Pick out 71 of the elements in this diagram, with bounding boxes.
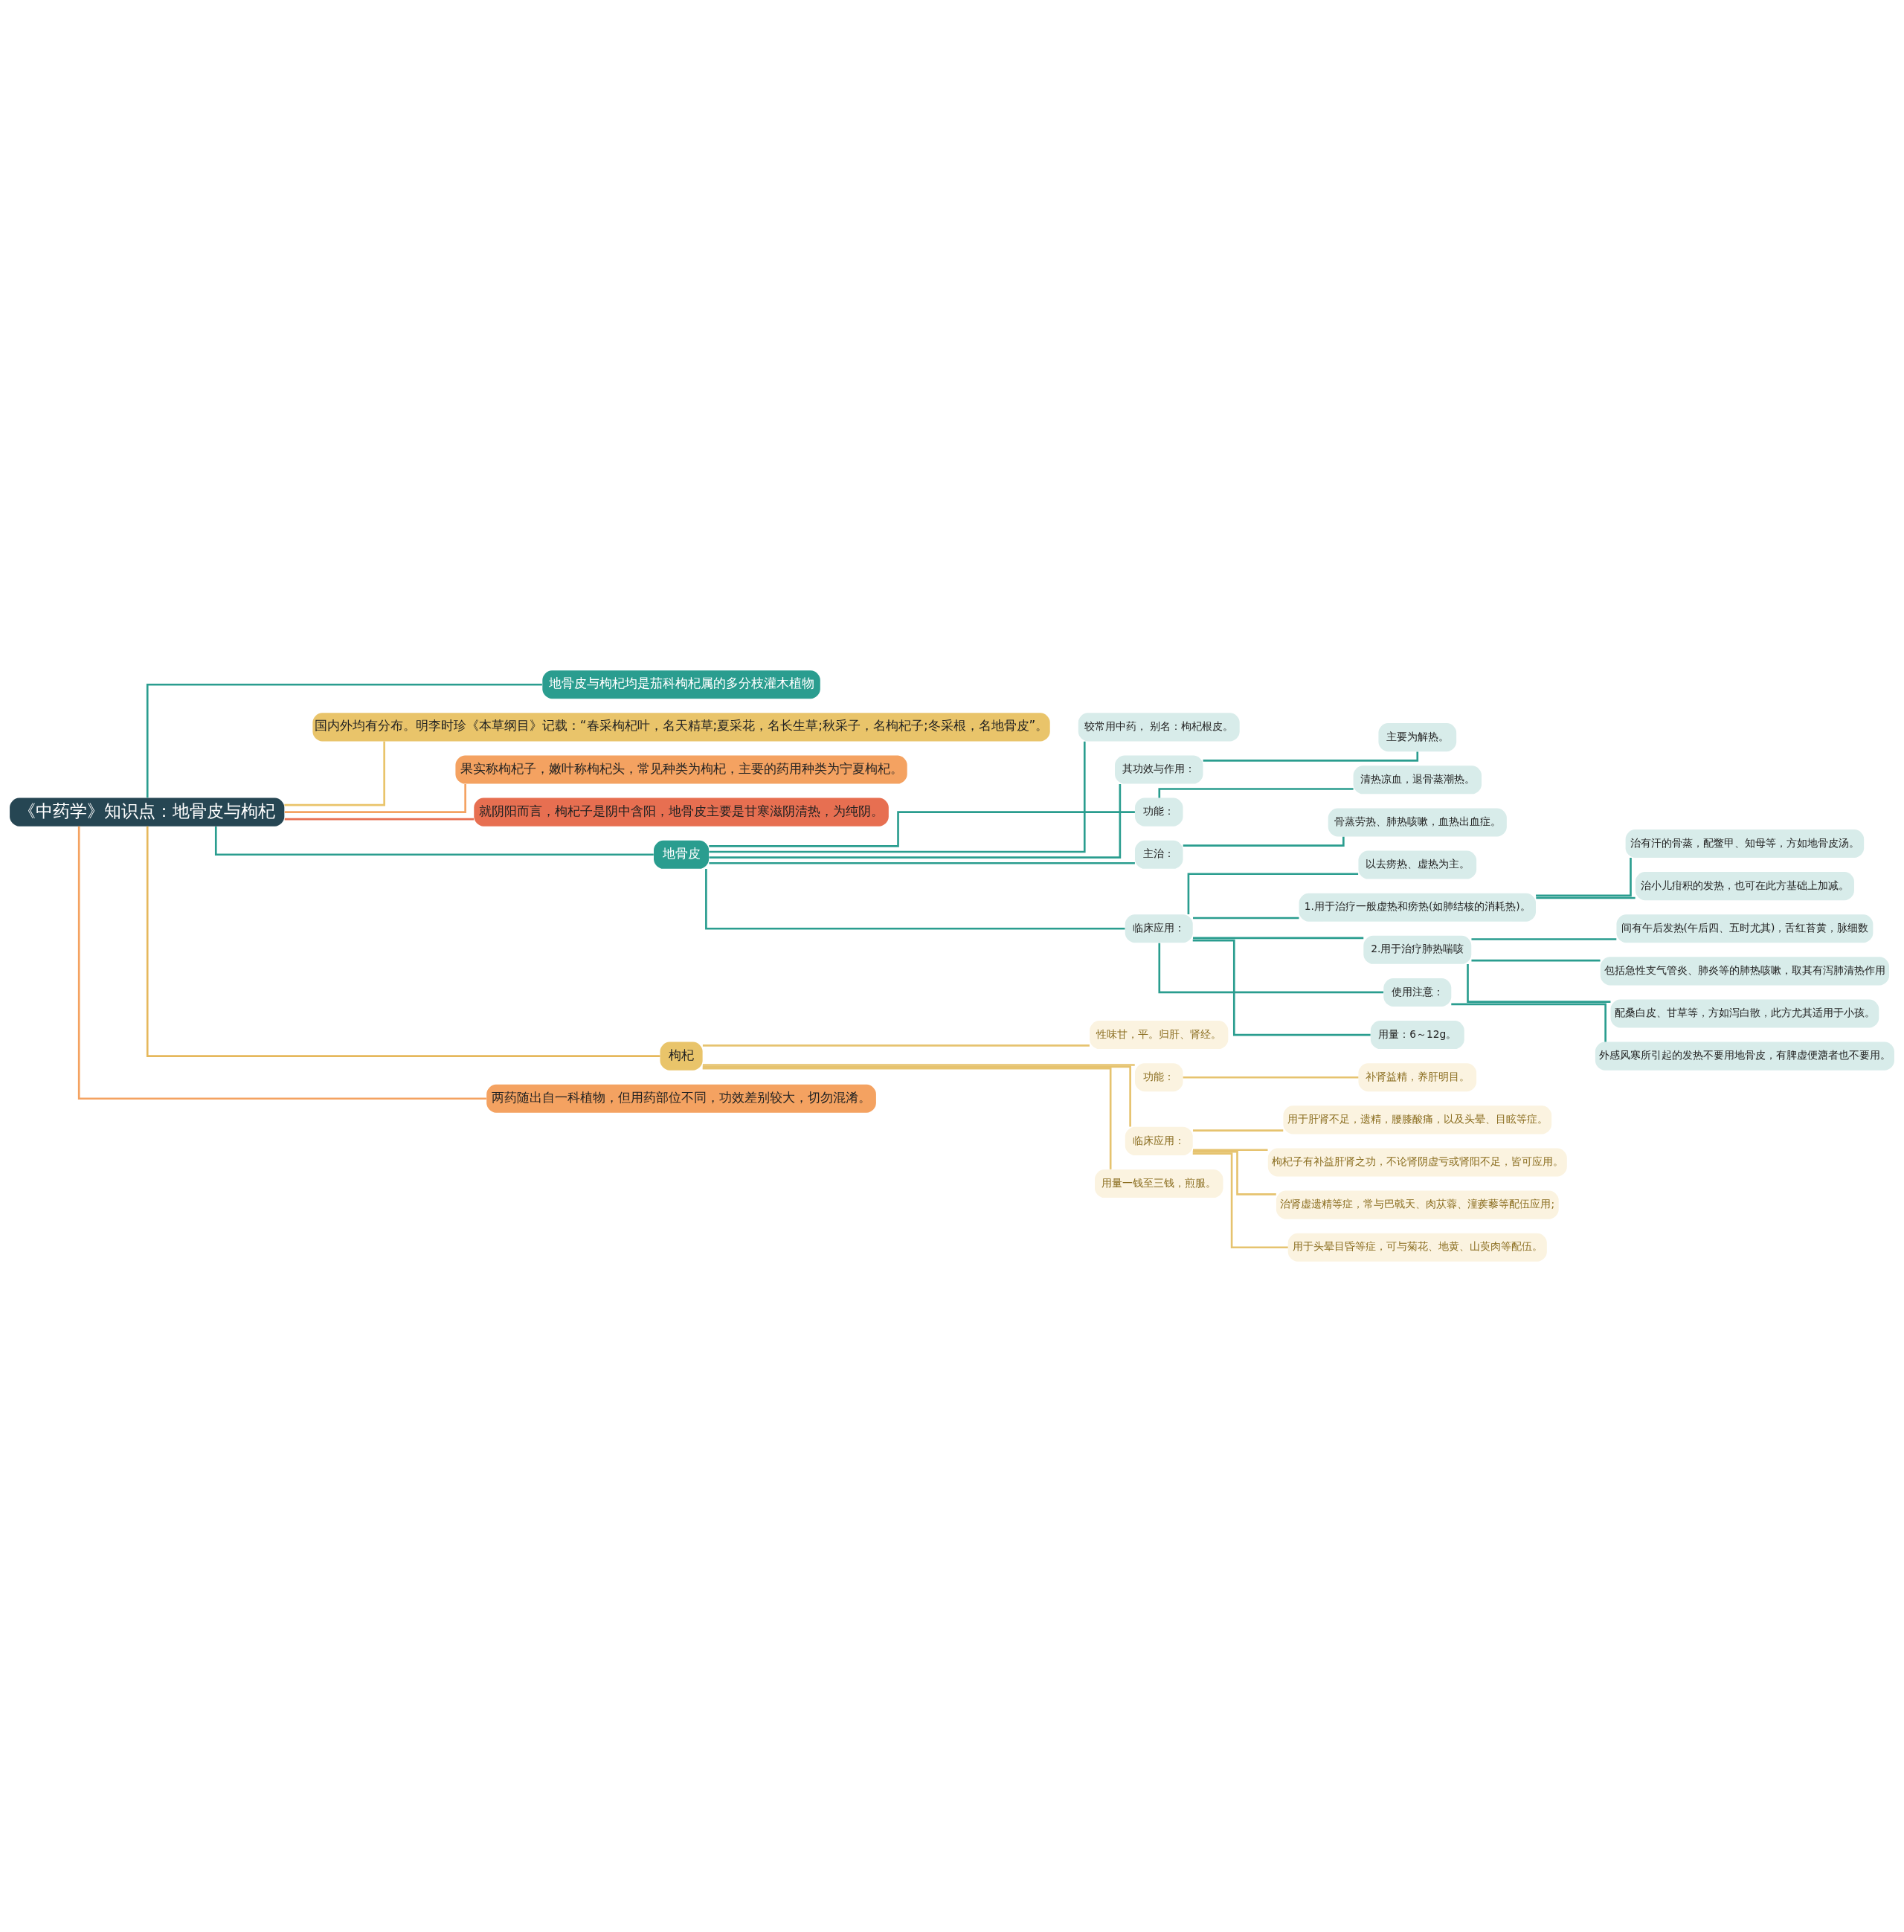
node-box: 就阴阳而言，枸杞子是阴中含阳，地骨皮主要是甘寒滋阴清热，为纯阴。 [474,797,889,827]
node-box: 枸杞子有补益肝肾之功，不论肾阴虚亏或肾阳不足，皆可应用。 [1267,1148,1567,1177]
node-box: 1.用于治疗一般虚热和痨热(如肺结核的消耗热)。 [1299,893,1536,922]
node-box: 包括急性支气管炎、肺炎等的肺热咳嗽，取其有泻肺清热作用 [1600,957,1890,986]
node-box: 地骨皮 [654,840,710,869]
node-box: 枸杞 [660,1042,703,1071]
connector [1193,1129,1284,1132]
connector [1471,938,1617,940]
connector [77,826,486,1100]
connector [709,811,1135,847]
connector [709,741,1086,853]
connector [702,1068,1112,1169]
connector [702,1065,1131,1127]
connector [284,783,466,813]
connector [146,826,660,1057]
connector [702,1044,1090,1047]
node-box: 功能： [1135,797,1183,827]
node-box: 骨蒸劳热、肺热咳嗽，血热出血症。 [1328,808,1507,837]
node-box: 用于头晕目昏等症，可与菊花、地黄、山萸肉等配伍。 [1287,1233,1547,1262]
node-box: 两药随出自一科植物，但用药部位不同，功效差别较大，切勿混淆。 [486,1084,876,1113]
node-box: 果实称枸杞子，嫩叶称枸杞头，常见种类为枸杞，主要的药用种类为宁夏枸杞。 [455,755,907,784]
node-box: 清热凉血，退骨蒸潮热。 [1353,766,1482,795]
node-box: 以去痨热、虚热为主。 [1358,850,1477,879]
node-box: 治肾虚遗精等症，常与巴戟天、肉苁蓉、潼蒺藜等配伍应用; [1276,1190,1559,1219]
node-box: 使用注意： [1383,978,1452,1007]
connector [1536,858,1632,897]
node-box: 临床应用： [1125,914,1193,943]
connector [705,868,1125,930]
node-box: 功能： [1135,1063,1183,1092]
connector [1193,1149,1268,1152]
connector [1183,836,1345,847]
node-box: 地骨皮与枸杞均是茄科枸杞属的多分枝灌木植物 [542,670,820,699]
node-box: 主要为解热。 [1378,723,1457,752]
connector [1158,788,1354,798]
node-box: 配桑白皮、甘草等，方如泻白散，此方尤其适用于小孩。 [1610,999,1879,1028]
connector [1187,873,1359,914]
node-box: 较常用中药， 别名：枸杞根皮。 [1078,713,1240,742]
connector [1158,943,1384,994]
connector [284,741,385,806]
node-box: 国内外均有分布。明李时珍《本草纲目》记载：“春采枸杞叶，名天精草;夏采花，名长生草;秋采子，名枸杞子;冬采根，名地骨皮”。 [312,713,1050,742]
node-box: 性味甘，平。归肝、肾经。 [1090,1021,1229,1050]
connector [709,784,1122,859]
node-box: 治有汗的骨蒸，配鳖甲、知母等，方如地骨皮汤。 [1625,829,1865,859]
connector [1451,1003,1606,1042]
node-box: 用于肝肾不足，遗精，腰膝酸痛，以及头晕、目眩等症。 [1283,1105,1552,1135]
node-box: 治小儿疳积的发热，也可在此方基础上加减。 [1635,872,1854,901]
node-box: 《中药学》知识点：地骨皮与枸杞 [10,797,285,827]
connector [709,861,1135,864]
connector [146,683,542,798]
connector [1192,939,1371,1036]
connector [1203,751,1419,762]
connector [1193,917,1299,920]
node-box: 用量：6～12g。 [1370,1021,1464,1050]
connector [1183,1076,1359,1079]
connector [1192,1152,1288,1249]
node-box: 补肾益精，养肝明目。 [1358,1063,1477,1092]
connector [1467,963,1611,1003]
connector [1471,959,1601,962]
connector [1536,896,1636,899]
node-box: 主治： [1135,840,1183,869]
connector [1193,937,1364,940]
node-box: 用量一钱至三钱，煎服。 [1095,1169,1223,1198]
connector [284,818,475,821]
node-box: 临床应用： [1125,1126,1193,1155]
node-box: 间有午后发热(午后四、五时尤其)，舌红苔黄，脉细数 [1616,914,1874,943]
node-box: 其功效与作用： [1115,755,1203,784]
connector [214,827,654,856]
node-box: 外感风寒所引起的发热不要用地骨皮，有脾虚便溏者也不要用。 [1595,1042,1894,1071]
node-box: 2.用于治疗肺热喘咳 [1363,935,1472,964]
connector [1192,1150,1276,1196]
connector [702,1064,1135,1066]
